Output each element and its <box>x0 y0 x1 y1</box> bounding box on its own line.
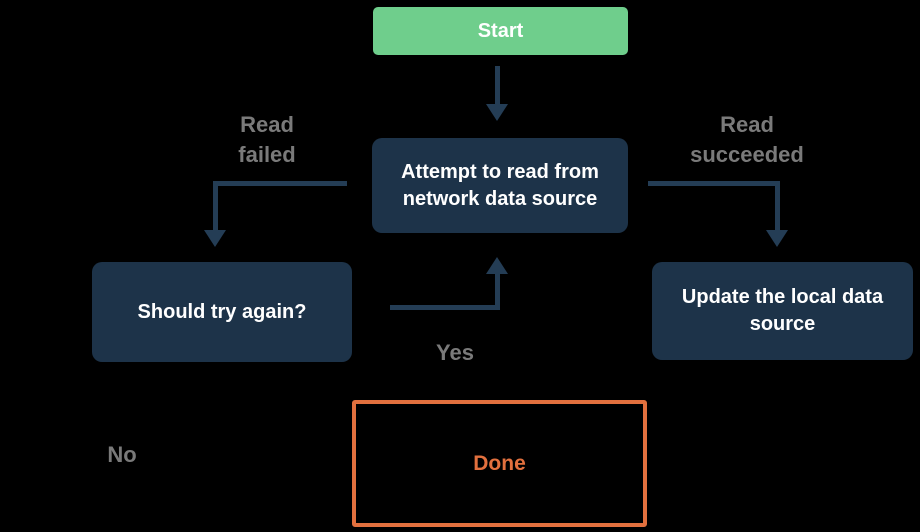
node-update-local-data: Update the local data source <box>652 262 913 360</box>
node-start: Start <box>373 7 628 55</box>
edge-line <box>213 181 218 231</box>
arrowhead-down-icon <box>486 104 508 121</box>
edge-label-read-failed: Read failed <box>238 112 296 167</box>
arrowhead-up-icon <box>486 257 508 274</box>
node-should-try-again-label: Should try again? <box>137 300 307 323</box>
node-attempt-read: Attempt to read from network data source <box>372 138 628 233</box>
edge-line <box>495 66 500 106</box>
edge-line <box>775 181 780 231</box>
edge-line <box>648 181 780 186</box>
edge-label-no: No <box>107 442 137 467</box>
edge-label-read-succeeded: Read succeeded <box>690 112 804 167</box>
edge-line <box>495 274 500 310</box>
node-update-local-data-label: Update the local data source <box>681 286 884 335</box>
arrowhead-down-icon <box>204 230 226 247</box>
node-attempt-read-label: Attempt to read from network data source <box>401 160 599 210</box>
arrowhead-down-icon <box>766 230 788 247</box>
node-start-label: Start <box>477 19 524 42</box>
edge-line <box>213 181 347 186</box>
node-done: Done <box>352 400 647 527</box>
edge-line <box>390 305 500 310</box>
node-done-label: Done <box>473 451 526 475</box>
edge-label-yes: Yes <box>436 340 474 365</box>
node-should-try-again: Should try again? <box>92 262 352 362</box>
